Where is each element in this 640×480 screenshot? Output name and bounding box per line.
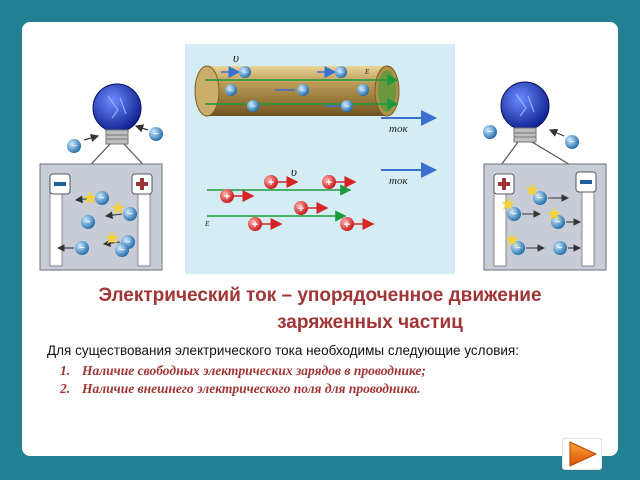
svg-text:−: − [71, 141, 77, 152]
current-label-bottom: ток [389, 175, 408, 187]
slide-title: Электрический ток – упорядоченное движен… [40, 282, 600, 336]
svg-text:−: − [153, 129, 159, 140]
positive-charges: + + + + + + [220, 175, 375, 231]
svg-text:−: − [99, 193, 105, 204]
svg-text:−: − [338, 67, 343, 77]
svg-text:−: − [119, 245, 125, 256]
list-item-text: Наличие свободных электрических зарядов … [82, 363, 426, 378]
list-item-number: 1. [60, 363, 71, 378]
svg-text:+: + [326, 177, 332, 189]
svg-text:−: − [537, 193, 543, 204]
svg-text:−: − [127, 209, 133, 220]
intro-text: Для существования электрического тока не… [47, 343, 519, 358]
svg-text:−: − [515, 243, 521, 254]
next-arrow-icon[interactable] [562, 438, 602, 470]
field-label-bottom: E [204, 220, 210, 228]
conditions-list: 1. Наличие свободных электрических зарядо… [60, 362, 426, 398]
svg-text:+: + [344, 219, 350, 231]
svg-text:−: − [557, 243, 563, 254]
lightbulb-icon [92, 83, 142, 145]
velocity-label-bottom: υ [291, 164, 297, 179]
left-battery-figure: − − − − − − − − [39, 83, 163, 271]
svg-text:−: − [250, 101, 255, 111]
svg-text:−: − [125, 237, 131, 248]
svg-text:+: + [252, 219, 258, 231]
svg-text:−: − [300, 85, 305, 95]
svg-text:−: − [555, 217, 561, 228]
field-lines [205, 74, 399, 110]
svg-text:−: − [344, 101, 349, 111]
svg-text:−: − [85, 217, 91, 228]
list-item: 2. Наличие внешнего электрического поля д… [60, 380, 426, 398]
list-item-text: Наличие внешнего электрического поля для… [82, 381, 421, 396]
svg-text:−: − [487, 127, 493, 138]
svg-text:+: + [298, 203, 304, 215]
battery-electrons-right: − − − − − [501, 183, 582, 255]
list-item: 1. Наличие свободных электрических зарядо… [60, 362, 426, 380]
svg-text:+: + [224, 191, 230, 203]
conduction-diagram: − − − − − − − υ E ток υ ток E + + + + + … [185, 44, 455, 274]
right-battery-figure: − − − − − − − [483, 81, 607, 271]
svg-text:−: − [228, 85, 233, 95]
svg-text:+: + [268, 177, 274, 189]
lightbulb-icon [500, 81, 550, 143]
velocity-label-top: υ [233, 50, 239, 65]
field-label-top: E [364, 68, 370, 76]
field-lines-bottom [207, 184, 352, 222]
list-item-number: 2. [60, 381, 71, 396]
svg-text:−: − [79, 243, 85, 254]
title-line-2: заряженных частиц [277, 312, 463, 333]
battery-icon [39, 163, 163, 271]
svg-text:−: − [360, 85, 365, 95]
current-label-top: ток [389, 123, 408, 135]
battery-electrons-left: − − − − − − [56, 191, 137, 257]
svg-text:−: − [242, 67, 247, 77]
svg-text:−: − [569, 137, 575, 148]
svg-text:−: − [511, 209, 517, 220]
wire-electrons-left: − − [67, 124, 163, 153]
electrons-in-conductor: − − − − − − − [221, 66, 369, 112]
wire-electrons-right: − − [483, 125, 579, 149]
title-line-1: Электрический ток – упорядоченное движен… [98, 285, 542, 306]
battery-icon [483, 163, 607, 271]
